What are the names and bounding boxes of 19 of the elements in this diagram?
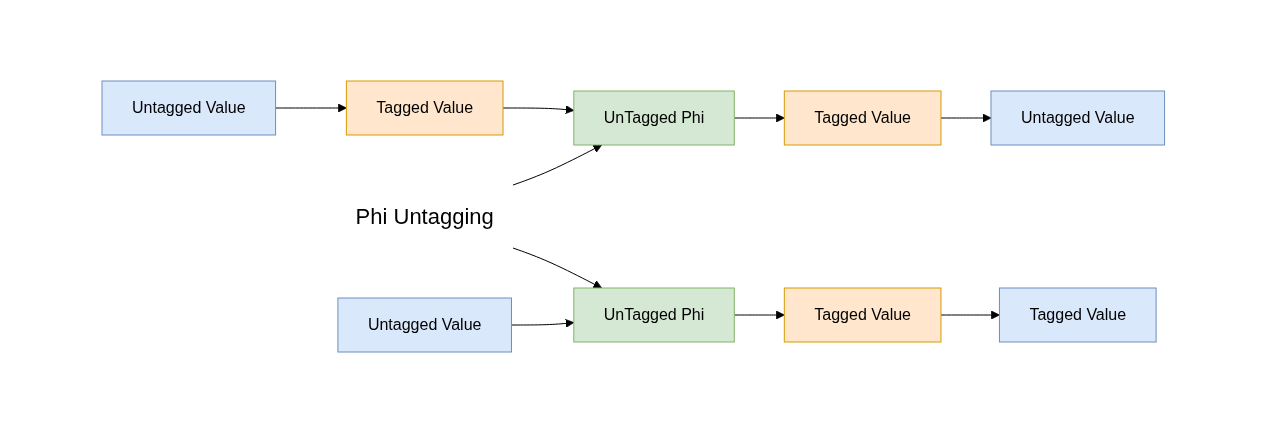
arrow — [502, 104, 574, 114]
arrow — [510, 318, 574, 328]
node-text: Phi Untagging — [355, 203, 494, 229]
arrow — [940, 113, 992, 122]
node-box: Untagged Value — [101, 80, 276, 135]
arrow — [274, 103, 347, 112]
node-box: Tagged Value — [783, 90, 942, 145]
node-box: UnTagged Phi — [573, 90, 735, 145]
arrow — [940, 310, 1000, 319]
node-box: Untagged Value — [990, 90, 1165, 145]
node-box: Untagged Value — [337, 297, 512, 352]
node-box: Tagged Value — [998, 287, 1157, 342]
arrow — [512, 144, 602, 185]
arrow — [733, 310, 785, 319]
node-box: UnTagged Phi — [573, 287, 735, 342]
node-box: Tagged Value — [345, 80, 504, 135]
arrow — [512, 247, 602, 288]
node-box: Tagged Value — [783, 287, 942, 342]
arrow — [733, 113, 785, 122]
